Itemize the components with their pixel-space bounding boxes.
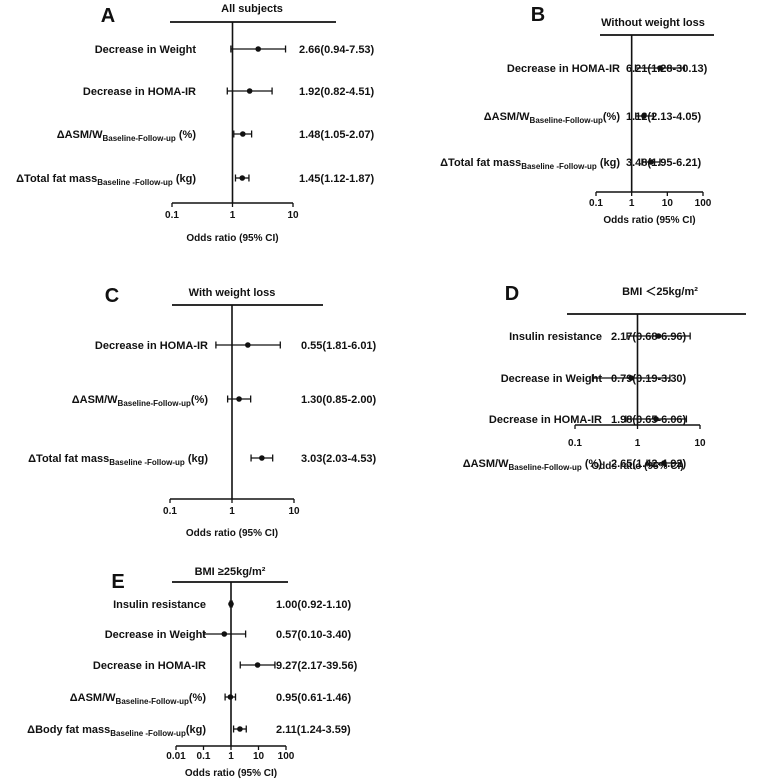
or-value-label: 2.65(1.42-4.92) (611, 458, 687, 470)
x-axis-title: Odds ratio (95% CI) (185, 768, 277, 779)
row-label: Insulin resistance (113, 599, 206, 611)
or-value-label: 0.55(1.81-6.01) (301, 340, 377, 352)
point-estimate (245, 342, 251, 348)
point-estimate (221, 631, 228, 637)
x-tick-label: 10 (694, 438, 706, 449)
panel-title: Without weight loss (601, 17, 705, 29)
panel-letter: C (105, 285, 119, 307)
row-label: ΔTotal fat massBaseline -Follow-up (kg) (16, 173, 196, 187)
or-value-label: 1.98(0.65-6.06) (611, 414, 687, 426)
or-value-label: 3.03(2.03-4.53) (301, 453, 377, 465)
panel-letter: A (101, 5, 115, 27)
or-value-label: 1.45(1.12-1.87) (299, 173, 375, 185)
row-label: ΔBody fat massBaseline -Follow-up(kg) (27, 724, 206, 738)
row-label: Decrease in Weight (501, 373, 603, 385)
or-value-label: 9.27(2.17-39.56) (276, 660, 358, 672)
point-estimate (655, 333, 662, 339)
panel-letter: D (505, 283, 519, 305)
or-value-label: 0.79(0.19-3.30) (611, 373, 687, 385)
panel-title: With weight loss (189, 287, 276, 299)
point-estimate (255, 46, 262, 52)
row-label: Decrease in HOMA-IR (83, 86, 196, 98)
x-tick-label: 1 (230, 210, 236, 221)
row-label: ΔASM/WBaseline-Follow-up(%) (70, 692, 207, 706)
point-estimate (648, 159, 654, 165)
or-value-label: 3.48(1.95-6.21) (626, 157, 702, 169)
x-axis-title: Odds ratio (95% CI) (603, 215, 695, 226)
point-estimate (653, 416, 659, 422)
or-value-label: 6.21(1.28-30.13) (626, 63, 708, 75)
point-estimate (254, 662, 261, 668)
row-label: ΔASM/WBaseline-Follow-up (%) (463, 458, 603, 472)
point-estimate (628, 375, 634, 381)
row-label: ΔTotal fat massBaseline -Follow-up (kg) (28, 453, 208, 467)
panel-title: All subjects (221, 3, 283, 15)
x-tick-label: 10 (287, 210, 299, 221)
x-tick-label: 1 (228, 751, 234, 762)
x-tick-label: 0.1 (589, 198, 603, 209)
or-value-label: 1.12(2.13-4.05) (626, 111, 702, 123)
x-tick-label: 0.1 (165, 210, 179, 221)
x-tick-label: 1 (629, 198, 635, 209)
x-tick-label: 0.1 (163, 506, 177, 517)
panel-title: BMI ＜25kg/m² (622, 286, 698, 298)
point-estimate (227, 694, 234, 700)
point-estimate (237, 726, 243, 732)
x-tick-label: 0.1 (197, 751, 211, 762)
row-label: Decrease in HOMA-IR (489, 414, 602, 426)
x-tick-label: 0.01 (166, 751, 186, 762)
x-tick-label: 100 (695, 198, 712, 209)
point-estimate (236, 396, 242, 402)
x-axis-title: Odds ratio (95% CI) (591, 461, 683, 472)
x-tick-label: 100 (278, 751, 295, 762)
row-label: ΔASM/WBaseline-Follow-up(%) (72, 394, 209, 408)
panel-letter: B (531, 4, 545, 26)
x-tick-label: 10 (288, 506, 300, 517)
row-label: Decrease in HOMA-IR (507, 63, 620, 75)
point-estimate (661, 460, 667, 466)
row-label: Decrease in HOMA-IR (93, 660, 206, 672)
point-estimate (657, 65, 663, 71)
point-estimate (239, 175, 246, 181)
x-axis-title: Odds ratio (95% CI) (186, 233, 278, 244)
or-value-label: 2.66(0.94-7.53) (299, 44, 375, 56)
panel-title: BMI ≥25kg/m² (195, 566, 266, 578)
or-value-label: 2.11(1.24-3.59) (276, 724, 351, 736)
x-tick-label: 0.1 (568, 438, 582, 449)
x-tick-label: 10 (253, 751, 265, 762)
point-estimate (240, 131, 246, 137)
row-label: Insulin resistance (509, 331, 602, 343)
or-value-label: 0.57(0.10-3.40) (276, 629, 352, 641)
x-tick-label: 10 (662, 198, 674, 209)
row-label: ΔASM/WBaseline-Follow-up(%) (484, 111, 621, 125)
x-tick-label: 1 (635, 438, 641, 449)
point-estimate (259, 455, 265, 461)
or-value-label: 2.17(0.68-6.96) (611, 331, 687, 343)
or-value-label: 0.95(0.61-1.46) (276, 692, 352, 704)
point-estimate (246, 88, 253, 94)
row-label: ΔASM/WBaseline-Follow-up (%) (57, 129, 197, 143)
or-value-label: 1.00(0.92-1.10) (276, 599, 352, 611)
point-estimate (641, 113, 647, 119)
x-axis-title: Odds ratio (95% CI) (186, 528, 278, 539)
or-value-label: 1.30(0.85-2.00) (301, 394, 377, 406)
point-estimate (228, 601, 234, 607)
or-value-label: 1.48(1.05-2.07) (299, 129, 375, 141)
row-label: ΔTotal fat massBaseline -Follow-up (kg) (440, 157, 620, 171)
row-label: Decrease in Weight (95, 44, 197, 56)
or-value-label: 1.92(0.82-4.51) (299, 86, 375, 98)
x-tick-label: 1 (229, 506, 235, 517)
row-label: Decrease in Weight (105, 629, 207, 641)
panel-letter: E (111, 571, 124, 593)
row-label: Decrease in HOMA-IR (95, 340, 208, 352)
